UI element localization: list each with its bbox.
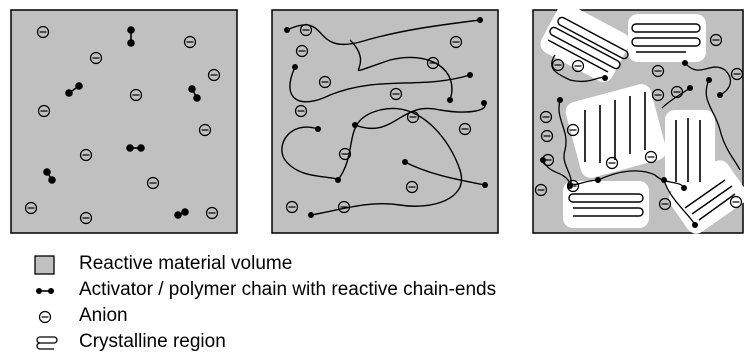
anion-icon bbox=[318, 75, 332, 89]
legend-label: Activator / polymer chain with reactive … bbox=[79, 279, 497, 300]
legend-label: Crystalline region bbox=[79, 331, 226, 352]
anion-icon bbox=[566, 123, 580, 137]
anion-icon bbox=[541, 153, 555, 167]
legend-label: Reactive material volume bbox=[79, 253, 293, 274]
anion-icon bbox=[644, 150, 658, 164]
anion-icon bbox=[539, 110, 553, 124]
anion-icon bbox=[566, 179, 580, 193]
anion-icon bbox=[449, 35, 463, 49]
anion-icon bbox=[79, 211, 93, 225]
polymer-chains bbox=[281, 19, 486, 216]
activator-dumbbell-icon bbox=[127, 26, 135, 47]
anion-icon bbox=[658, 197, 672, 211]
anion-icon bbox=[294, 104, 308, 118]
activators bbox=[43, 26, 201, 219]
anion-icon bbox=[651, 64, 665, 78]
activator-dumbbell-icon bbox=[126, 144, 145, 152]
anion-icon bbox=[285, 200, 299, 214]
anion-icon bbox=[534, 183, 548, 197]
anion-icon bbox=[406, 110, 420, 124]
anion-icon bbox=[183, 35, 197, 49]
folded-lamellae bbox=[547, 16, 736, 221]
anion-icon bbox=[299, 23, 313, 37]
anion-icon bbox=[709, 33, 723, 47]
activator-dumbbell-icon bbox=[36, 288, 54, 294]
anion-icon bbox=[24, 201, 38, 215]
anion-icon bbox=[295, 44, 309, 58]
anion-icon bbox=[389, 87, 403, 101]
panel-1 bbox=[10, 9, 238, 234]
activator-dumbbell-icon bbox=[65, 82, 83, 97]
reactive-volume-panel-2 bbox=[271, 9, 499, 234]
anion-icon bbox=[207, 68, 221, 82]
anions bbox=[24, 25, 221, 225]
anion-icon bbox=[540, 129, 554, 143]
activator-dumbbell-icon bbox=[43, 168, 56, 184]
panel-2 bbox=[271, 9, 499, 234]
anion-icon bbox=[405, 180, 419, 194]
anion-icon bbox=[551, 58, 565, 72]
activator-dumbbell-icon bbox=[188, 85, 201, 102]
anion-icon bbox=[38, 310, 52, 324]
legend-label: Anion bbox=[79, 305, 128, 326]
anion-icon bbox=[458, 122, 472, 136]
anions bbox=[285, 23, 472, 214]
anion-icon bbox=[129, 88, 143, 102]
anion-icon bbox=[337, 200, 351, 214]
polymer-chains bbox=[542, 54, 741, 226]
anions bbox=[534, 33, 744, 211]
reactive-volume-panel-1 bbox=[10, 9, 238, 234]
anion-icon bbox=[729, 195, 743, 209]
anion-icon bbox=[338, 147, 352, 161]
anion-icon bbox=[198, 123, 212, 137]
anion-icon bbox=[89, 51, 103, 65]
anion-icon bbox=[670, 85, 684, 99]
activator-dumbbell-icon bbox=[174, 208, 189, 219]
anion-icon bbox=[146, 176, 160, 190]
anion-icon bbox=[426, 56, 440, 70]
anion-icon bbox=[730, 67, 744, 81]
chain-ends bbox=[284, 17, 488, 218]
anion-icon bbox=[205, 206, 219, 220]
gray-square-icon bbox=[34, 255, 55, 275]
anion-icon bbox=[651, 88, 665, 102]
crystalline-region-icon bbox=[36, 336, 58, 350]
anion-icon bbox=[605, 156, 619, 170]
figure bbox=[10, 3, 746, 234]
anion-icon bbox=[79, 148, 93, 162]
chain-ends bbox=[540, 60, 723, 228]
anion-icon bbox=[36, 25, 50, 39]
anion-icon bbox=[571, 59, 585, 73]
panel-3 bbox=[532, 3, 746, 234]
anion-icon bbox=[37, 104, 51, 118]
